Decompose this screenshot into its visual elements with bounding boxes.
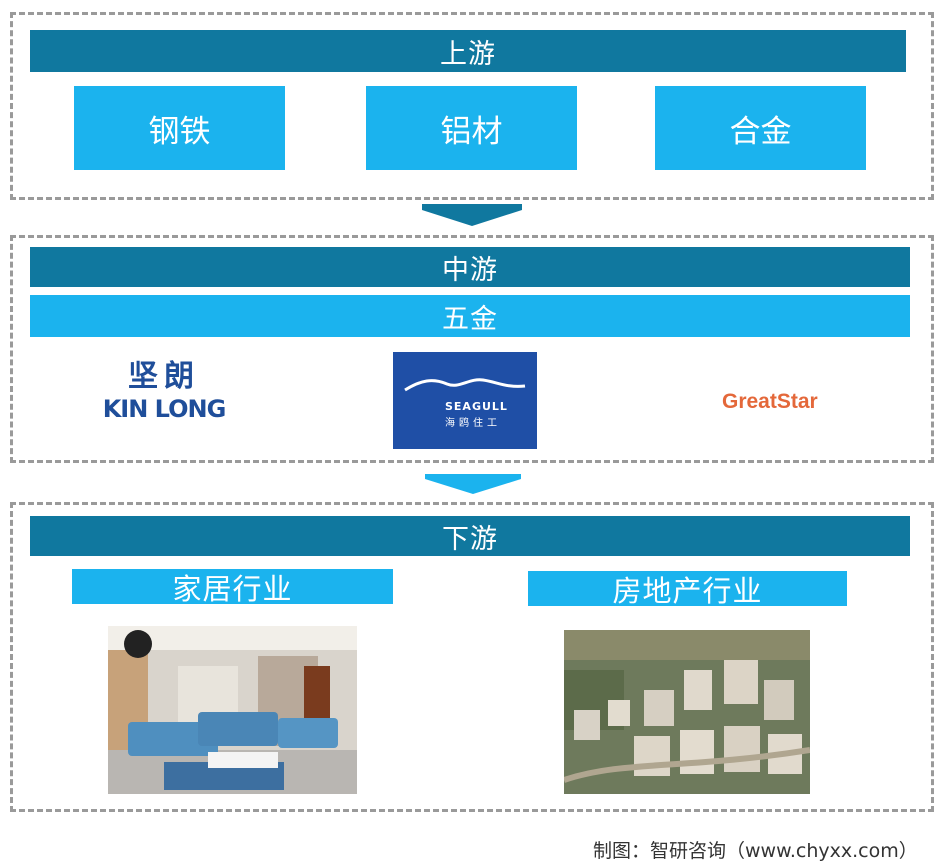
seagull-logo: SEAGULL 海鸥住工 [393,352,537,449]
upstream-item-steel: 钢铁 [74,86,285,170]
kinlong-logo-cn: 坚朗 [94,360,234,394]
seagull-logo-cn: 海鸥住工 [445,414,501,429]
real-estate-photo [564,630,810,794]
flow-arrow-down-icon-2 [425,474,521,494]
downstream-title: 下游 [30,516,910,556]
downstream-category-home: 家居行业 [72,569,393,604]
downstream-category-realestate: 房地产行业 [528,571,847,606]
flow-arrow-down-icon [422,204,522,226]
seagull-logo-en: SEAGULL [445,400,508,413]
greatstar-logo: GreatStar [722,390,818,414]
kinlong-logo: 坚朗 KIN LONG [94,360,234,430]
source-credit: 制图：智研咨询（www.chyxx.com） [593,836,918,863]
upstream-item-aluminum: 铝材 [366,86,577,170]
midstream-subtitle: 五金 [30,295,910,337]
upstream-title: 上游 [30,30,906,72]
living-room-photo [108,626,357,794]
kinlong-logo-en: KIN LONG [94,394,234,424]
seagull-wave-icon [403,374,527,396]
upstream-item-alloy: 合金 [655,86,866,170]
midstream-title: 中游 [30,247,910,287]
